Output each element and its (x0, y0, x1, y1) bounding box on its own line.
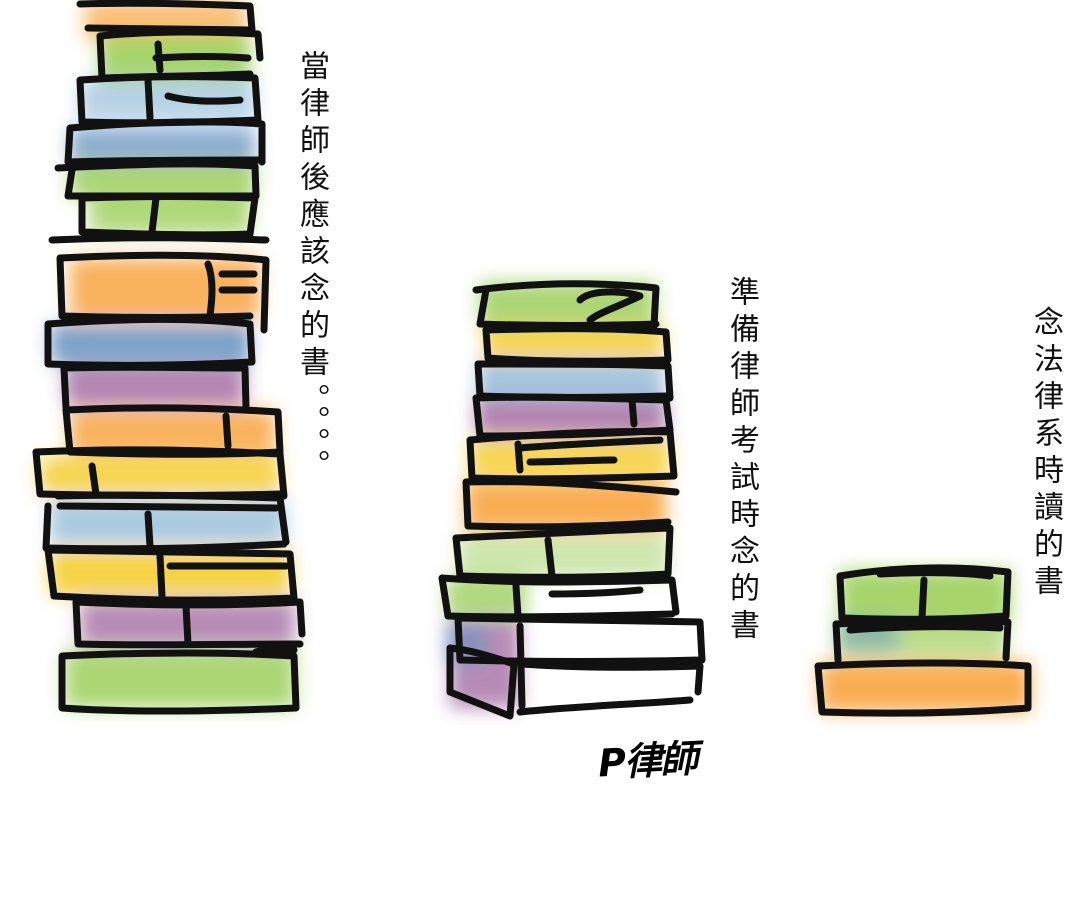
bar-exam-book-stack (438, 280, 706, 720)
ink-outlines (32, 0, 306, 715)
bar-exam-stack-caption: 準備律師考試時念的書 (724, 276, 759, 646)
lawyer-stack-caption: 當律師後應該念的書。。。。 (294, 50, 329, 486)
ink-outlines (438, 280, 706, 720)
color-wash (446, 282, 670, 708)
law-school-book-stack (814, 564, 1032, 717)
artist-signature: P律師 (597, 736, 698, 786)
color-wash (40, 0, 295, 708)
ink-outlines (814, 564, 1032, 717)
lawyer-book-stack (32, 0, 306, 715)
law-school-stack-caption: 念法律系時讀的書 (1028, 306, 1063, 602)
